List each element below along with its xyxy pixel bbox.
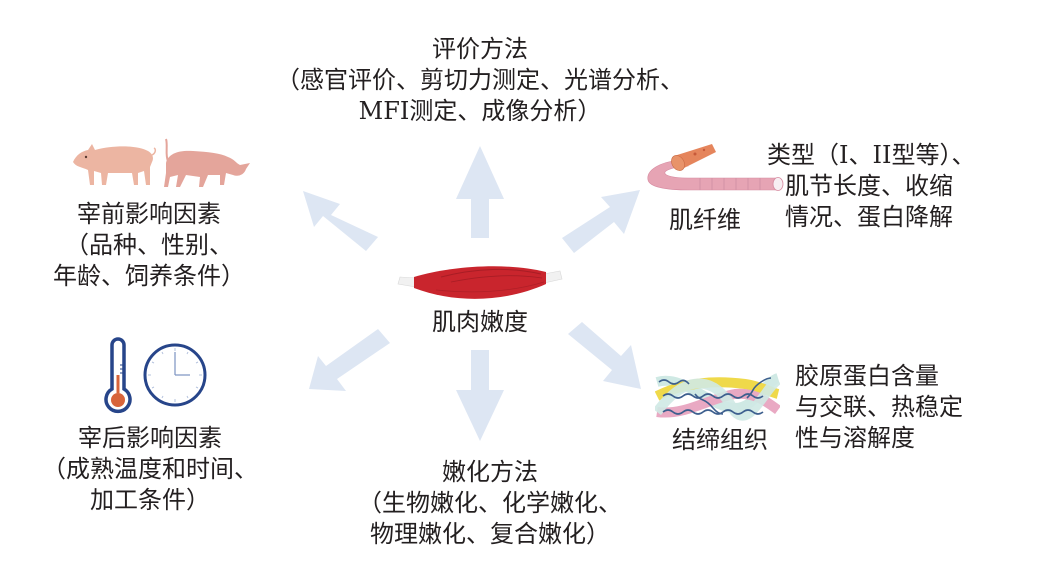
tenderization-detail-line-2: 物理嫩化、复合嫩化）	[370, 520, 610, 548]
connective-tissue-detail: 胶原蛋白含量 与交联、热稳定 性与溶解度	[795, 361, 963, 454]
pig-icon	[73, 144, 157, 185]
connective-tissue-detail-line-1: 胶原蛋白含量	[795, 362, 939, 390]
pre-slaughter-detail-line-2: 年龄、饲养条件）	[53, 262, 245, 290]
muscle-icon	[397, 266, 563, 299]
connective-tissue-detail-line-2: 与交联、热稳定	[795, 393, 963, 421]
pre-slaughter-title: 宰前影响因素	[77, 200, 221, 228]
connective-tissue-label: 结缔组织	[672, 426, 768, 454]
thermometer-and-clock-icon	[104, 337, 207, 414]
post-slaughter-node: 宰后影响因素 （成熟温度和时间、 加工条件）	[20, 423, 280, 516]
muscle-fiber-detail-line-3: 情况、蛋白降解	[785, 203, 953, 231]
tenderization-detail-line-1: （生物嫩化、化学嫩化、	[358, 489, 622, 517]
collagen-triple-helix-icon	[655, 373, 780, 421]
connective-tissue-detail-line-3: 性与溶解度	[795, 424, 915, 452]
center-label: 肌肉嫩度	[432, 308, 528, 336]
evaluation-detail-line-2: MFI测定、成像分析）	[358, 97, 602, 125]
evaluation-title: 评价方法	[432, 35, 528, 63]
pre-slaughter-node: 宰前影响因素 （品种、性别、 年龄、饲养条件）	[34, 199, 264, 292]
arrow-up-left	[303, 191, 378, 251]
post-slaughter-detail-line-2: 加工条件）	[90, 486, 210, 514]
muscle-fiber-label: 肌纤维	[669, 206, 741, 234]
muscle-fiber-icon	[647, 144, 784, 191]
muscle-fiber-detail-line-2: 肌节长度、收缩	[785, 172, 953, 200]
thermometer-icon	[104, 337, 132, 414]
tenderization-node: 嫩化方法 （生物嫩化、化学嫩化、 物理嫩化、复合嫩化）	[330, 457, 650, 550]
arrow-down-left	[309, 329, 390, 391]
pre-slaughter-detail-line-1: （品种、性别、	[65, 231, 233, 259]
muscle-fiber-detail-line-1: 类型（I、II型等）、	[767, 141, 976, 169]
post-slaughter-title: 宰后影响因素	[78, 424, 222, 452]
arrow-up	[456, 146, 504, 238]
evaluation-node: 评价方法 （感官评价、剪切力测定、光谱分析、 MFI测定、成像分析）	[250, 34, 710, 127]
tenderization-title: 嫩化方法	[442, 458, 538, 486]
pig-and-cattle-icon	[73, 138, 250, 187]
muscle-fiber-detail: 类型（I、II型等）、 肌节长度、收缩 情况、蛋白降解	[767, 140, 975, 233]
cattle-icon	[164, 138, 250, 187]
arrow-down	[456, 350, 504, 441]
arrow-down-right	[568, 322, 641, 389]
post-slaughter-detail-line-1: （成熟温度和时间、	[42, 455, 258, 483]
evaluation-detail-line-1: （感官评价、剪切力测定、光谱分析、	[276, 66, 684, 94]
clock-icon	[143, 343, 207, 407]
arrow-up-right	[562, 190, 640, 253]
